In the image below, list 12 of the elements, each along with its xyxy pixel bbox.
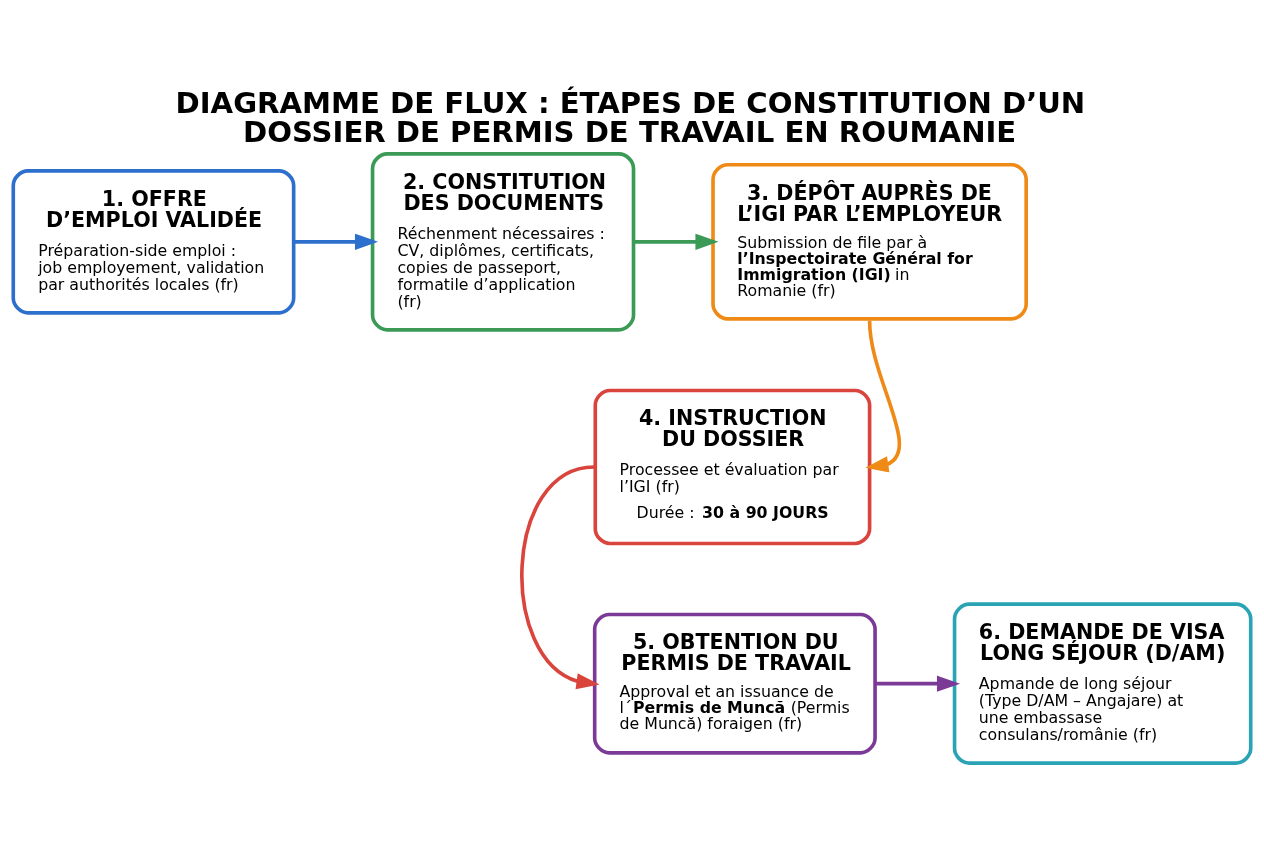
node-box: 4. INSTRUCTION DU DOSSIER Processee et évaluation par l’IGI (fr) Durée : 30 à 90 JOURS — [593, 388, 872, 545]
arrow — [520, 464, 600, 689]
node-box: 6. DEMANDE DE VISA LONG SÉJOUR (D/AM) Apmande de long séjour (Type D/AM – Angajare) at une embassase consulans/românie (fr) — [952, 601, 1253, 765]
diagram-title: DIAGRAMME DE FLUX : ÉTAPES DE CONSTITUTION D’UN DOSSIER DE PERMIS DE TRAVAIL EN ROUMANIE — [175, 85, 1086, 149]
node-box: 3. DÉPÔT AUPRÈS DE L’IGI PAR L’EMPLOYEUR Submission de file par à l’Inspectoirate Général for Immigration (IGI) in Romanie (fr) — [711, 162, 1028, 321]
arrow — [865, 320, 902, 472]
node-box: 5. OBTENTION DU PERMIS DE TRAVAIL Approval et an issuance de l´Permis de Muncă (Permis de Muncă) foraigen (fr) — [592, 612, 877, 755]
node-box: 1. OFFRE D’EMPLOI VALIDÉE Préparation-side emploi : job employement, validation par authorités locales (fr) — [11, 168, 296, 315]
arrow — [633, 233, 719, 250]
arrow — [293, 233, 379, 250]
arrow — [875, 675, 961, 692]
node-box: 2. CONSTITUTION DES DOCUMENTS Réchenment nécessaires : CV, diplômes, certificats, copies de passeport, formatile d’application (fr) — [370, 151, 636, 332]
